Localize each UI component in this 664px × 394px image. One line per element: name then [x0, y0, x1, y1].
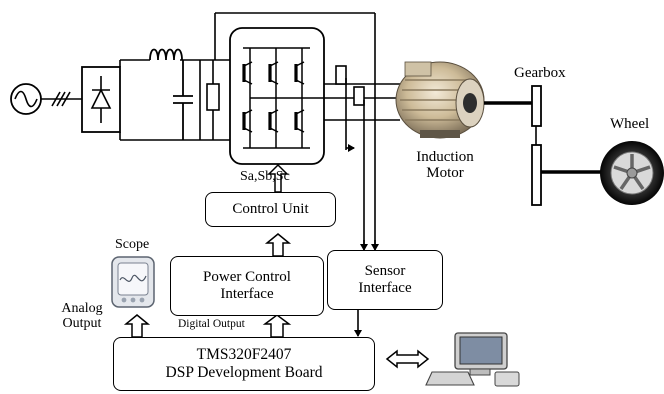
igbt-inverter-icon — [229, 27, 325, 165]
sensor-interface-line2: Interface — [358, 280, 412, 296]
motor-label: Induction Motor — [405, 149, 485, 182]
diode-rectifier-icon — [81, 66, 121, 133]
analog-output-label: Analog Output — [50, 301, 114, 331]
oscilloscope-icon — [111, 256, 155, 308]
control-unit-block: Control Unit — [205, 192, 336, 227]
capacitor-icon — [173, 60, 193, 140]
top-wiring — [214, 12, 376, 246]
dsp-development-board-block: TMS320F2407 DSP Development Board — [113, 337, 375, 391]
switching-signal-arrow — [267, 163, 289, 193]
digital-output-label: Digital Output — [178, 318, 245, 330]
phase-lines — [324, 65, 400, 246]
computer-icon — [425, 332, 520, 387]
switch-signals-text: Sa,Sb,Sc — [240, 169, 290, 184]
analog-output-line2: Output — [62, 315, 102, 331]
sensor-interface-block: Sensor Interface — [327, 250, 443, 310]
dc-bus — [119, 59, 230, 141]
control-unit-label: Control Unit — [232, 200, 309, 217]
scope-label: Scope — [115, 237, 150, 252]
switch-signals-label: Sa,Sb,Sc — [240, 169, 290, 185]
analog-output-arrow — [123, 314, 151, 338]
dsp-board-line2: DSP Development Board — [165, 364, 323, 381]
pc-link-arrow — [385, 349, 430, 369]
motor-label-line1: Induction — [416, 149, 474, 165]
analog-output-line1: Analog — [61, 301, 103, 316]
motor-label-line2: Motor — [426, 164, 464, 181]
gearbox — [531, 85, 542, 206]
inductor-icon — [149, 48, 183, 61]
sensor-interface-line1: Sensor — [364, 262, 406, 279]
control-arrow — [264, 233, 292, 257]
induction-motor-icon — [395, 61, 485, 139]
power-interface-arrow — [262, 314, 292, 338]
wheel-icon — [600, 141, 664, 205]
power-control-interface-line2: Interface — [220, 286, 274, 302]
gearbox-label: Gearbox — [514, 65, 566, 81]
ac-source-icon — [10, 83, 82, 115]
power-control-interface-block: Power Control Interface — [170, 256, 324, 316]
braking-resistor — [199, 60, 220, 140]
power-control-interface-line1: Power Control — [203, 268, 291, 285]
wheel-label: Wheel — [610, 116, 650, 132]
dsp-board-line1: TMS320F2407 — [196, 346, 292, 364]
